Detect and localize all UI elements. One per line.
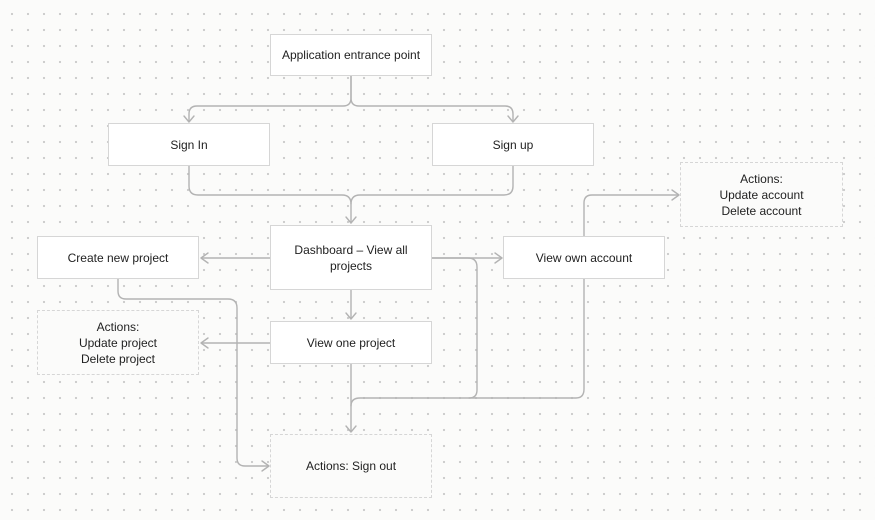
project-actions-delete: Delete project — [80, 351, 156, 366]
arrowhead-sign-out-top — [345, 425, 357, 433]
connector-view-account-actions — [583, 194, 679, 237]
node-create-new-project-label: Create new project — [67, 250, 169, 265]
node-create-new-project: Create new project — [37, 236, 199, 279]
node-sign-up-label: Sign up — [492, 137, 534, 152]
node-account-actions: Actions: Update account Delete account — [680, 162, 843, 227]
project-actions-update: Update project — [78, 335, 158, 350]
arrowhead-sign-out-left — [261, 460, 270, 472]
account-actions-update: Update account — [719, 187, 804, 202]
node-view-own-account: View own account — [503, 236, 665, 279]
account-actions-delete: Delete account — [721, 203, 802, 218]
node-view-one-project: View one project — [270, 321, 432, 364]
node-entrance-point: Application entrance point — [270, 34, 432, 76]
arrowhead-create-project — [200, 252, 209, 264]
node-sign-out-label: Actions: Sign out — [305, 459, 397, 473]
connector-sign-in-dashboard — [188, 165, 352, 224]
node-sign-up: Sign up — [432, 123, 594, 166]
node-view-own-account-label: View own account — [535, 250, 633, 265]
node-dashboard: Dashboard – View all projects — [270, 225, 432, 290]
connector-view-account-sign-out — [468, 278, 585, 399]
arrowhead-sign-up — [507, 115, 519, 123]
connector-entrance-sign-up — [350, 75, 514, 122]
arrowhead-view-project — [345, 312, 357, 320]
node-sign-in-label: Sign In — [170, 137, 208, 152]
project-actions-heading: Actions: — [96, 319, 140, 334]
project-actions-text: Actions: Update project Delete project — [79, 319, 157, 367]
connector-dashboard-sign-out — [350, 257, 478, 407]
arrowhead-view-account — [494, 252, 503, 264]
arrowhead-dashboard — [345, 216, 357, 224]
connector-entrance-sign-in — [188, 75, 352, 122]
node-project-actions: Actions: Update project Delete project — [37, 310, 199, 375]
connector-create-project-sign-out — [117, 278, 269, 467]
account-actions-heading: Actions: — [740, 171, 783, 186]
arrowhead-sign-in — [183, 115, 195, 123]
node-view-one-project-label: View one project — [306, 335, 396, 350]
node-dashboard-label: Dashboard – View all projects — [294, 242, 408, 273]
arrowhead-account-actions — [671, 189, 680, 201]
node-entrance-point-label: Application entrance point — [281, 48, 421, 62]
node-sign-in: Sign In — [108, 123, 270, 166]
arrowhead-project-actions — [200, 337, 209, 349]
connector-sign-up-dashboard — [350, 165, 514, 205]
node-sign-out: Actions: Sign out — [270, 434, 432, 498]
account-actions-text: Actions: Update account Delete account — [719, 171, 803, 219]
